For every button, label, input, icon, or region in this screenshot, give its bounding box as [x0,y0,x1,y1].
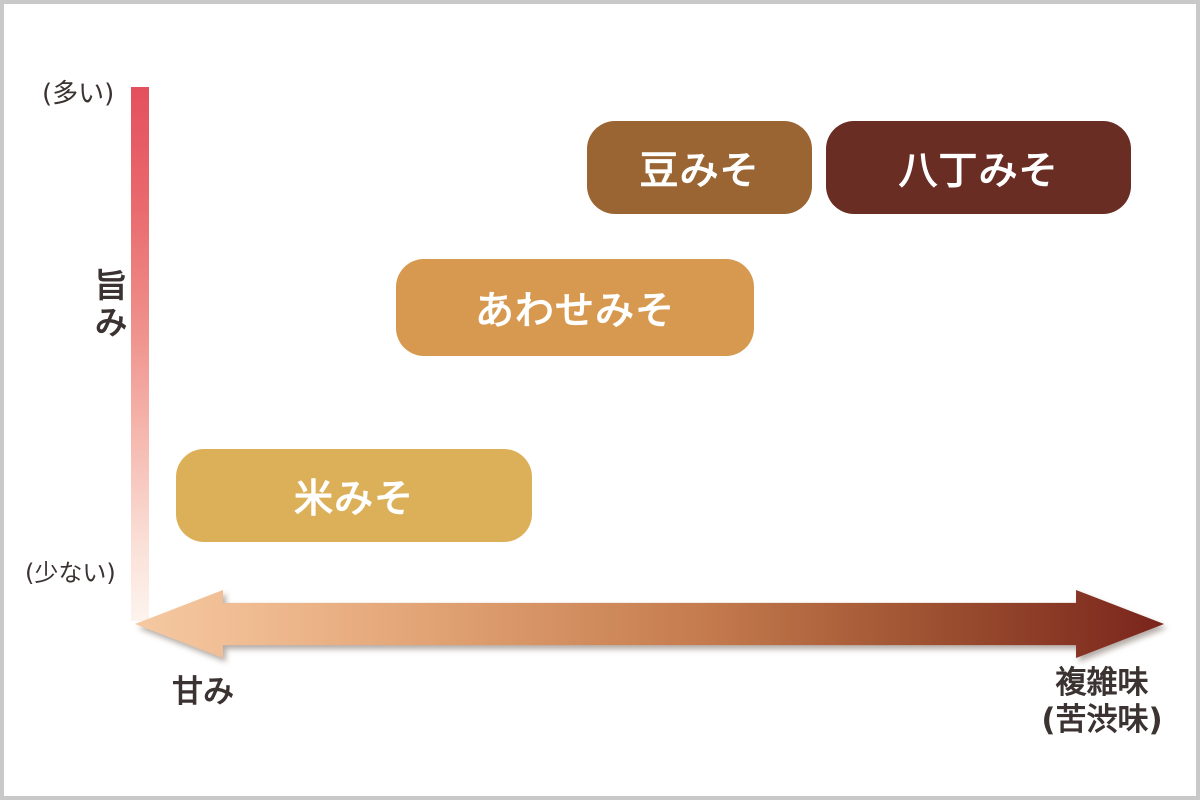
x-axis-right-label: 複雑味 (苦渋味) [1032,665,1172,739]
y-axis-min-label: (少ない) [25,559,116,587]
miso-box-awase: あわせみそ [396,259,754,356]
miso-box-kome-label: 米みそ [293,476,414,522]
y-axis-title: 旨み [89,268,128,342]
x-axis-double-arrow [135,590,1164,658]
miso-box-awase-label: あわせみそ [474,288,675,334]
miso-box-mame-label: 豆みそ [639,148,760,194]
miso-box-kome: 米みそ [176,449,532,542]
y-axis-gradient-bar [131,87,149,621]
y-axis-max-label: (多い) [42,79,115,109]
miso-box-hatcho: 八丁みそ [826,121,1131,214]
x-axis-right-label-line1: 複雑味 [1055,665,1149,701]
miso-box-hatcho-label: 八丁みそ [898,148,1059,194]
x-axis-left-label: 甘み [172,674,234,710]
x-axis-right-label-line2: (苦渋味) [1041,702,1163,738]
miso-box-mame: 豆みそ [587,121,812,214]
